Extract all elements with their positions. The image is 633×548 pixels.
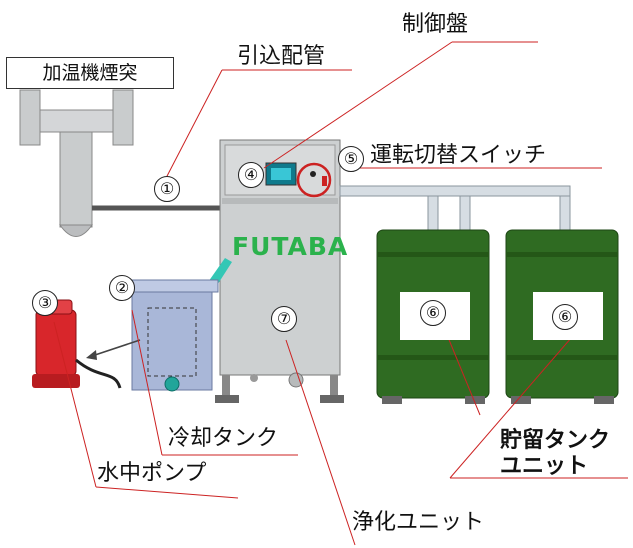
cooling-tank-label: 冷却タンク: [168, 426, 279, 451]
marker-7: ⑦: [271, 306, 297, 332]
storage-tank-label-line1: 貯留タンク: [500, 428, 611, 453]
cooling-tank-illustration: [125, 258, 232, 392]
switch-highlight: [296, 162, 332, 198]
marker-4: ④: [238, 162, 264, 188]
storage-tank-label-line2: ユニット: [500, 454, 589, 479]
marker-6-left: ⑥: [420, 300, 446, 326]
chimney-illustration: [19, 89, 134, 237]
marker-6-right: ⑥: [552, 304, 578, 330]
brand-logo: FUTABA: [232, 232, 349, 261]
pump-label: 水中ポンプ: [97, 461, 207, 486]
switch-label: 運転切替スイッチ: [370, 143, 547, 168]
purification-unit-label: 浄化ユニット: [352, 510, 485, 535]
chimney-label: 加温機煙突: [6, 57, 174, 89]
connecting-pipes: [339, 185, 571, 233]
control-panel-label: 制御盤: [402, 12, 469, 37]
leader-lines: [53, 41, 628, 546]
marker-3: ③: [32, 290, 58, 316]
marker-5: ⑤: [338, 146, 364, 172]
marker-2: ②: [109, 275, 135, 301]
intake-pipe-label: 引込配管: [237, 44, 326, 69]
marker-1: ①: [154, 176, 180, 202]
